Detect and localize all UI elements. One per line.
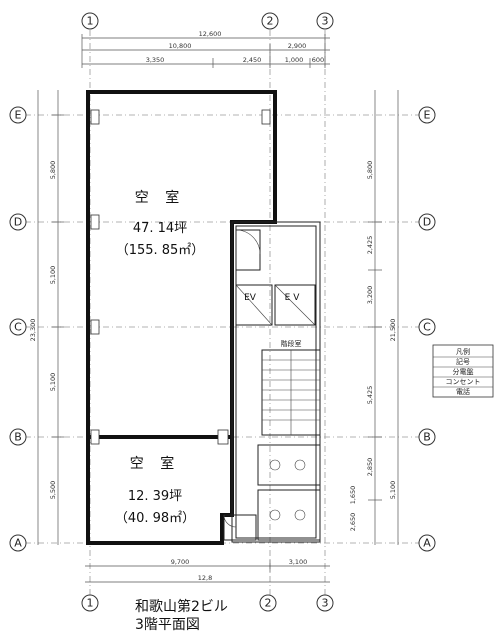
room-1-area-m2: （155. 85㎡）: [116, 243, 205, 258]
svg-text:2: 2: [265, 597, 272, 610]
dim-top-seg-2: 2,900: [288, 42, 307, 50]
legend-row-1: 記号: [456, 357, 470, 366]
room-2-area-m2: （40. 98㎡）: [115, 511, 195, 526]
core-area: EV E V 階段室: [223, 229, 321, 541]
dim-left-seg-1: 5,800: [49, 161, 57, 180]
grid-bubble-3-bottom: 3: [316, 594, 334, 612]
dim-top-sub-2: 2,450: [243, 56, 262, 64]
legend: 凡例 記号 分電盤 コンセント 電話: [432, 344, 494, 398]
dim-right-seg-8: 2,650: [349, 513, 357, 532]
grid-bubble-1-bottom: 1: [81, 594, 99, 612]
svg-text:1: 1: [87, 15, 94, 28]
room-2-name: 空 室: [130, 455, 180, 472]
dim-right-seg-3: 3,200: [366, 286, 374, 305]
grid-bubble-2-bottom: 2: [259, 594, 277, 612]
dim-left-overall: 23,300: [29, 319, 37, 342]
grid-bubble-E-left: E: [9, 106, 27, 124]
top-dimensions: 12,600 10,800 2,900 3,350 2,450 1,000 60…: [81, 30, 330, 68]
grid-bubble-A-right: A: [418, 534, 436, 552]
dim-top-sub-1: 3,350: [146, 56, 165, 64]
svg-text:E: E: [15, 109, 22, 122]
dim-right-overall: 21,500: [389, 319, 397, 342]
dim-left-seg-4: 5,500: [49, 481, 57, 500]
svg-text:B: B: [14, 431, 22, 444]
legend-row-2: 分電盤: [453, 367, 474, 376]
grid-bubble-B-right: B: [418, 428, 436, 446]
dim-bottom-seg-1: 9,700: [171, 558, 190, 566]
grid-bubble-2-top: 2: [261, 12, 279, 30]
dim-left-seg-3: 5,100: [49, 373, 57, 392]
grid-bubble-C-right: C: [418, 318, 436, 336]
room-1-area-tsubo: 47. 14坪: [133, 221, 187, 236]
ev-label-left: EV: [244, 293, 257, 303]
ev-label-right: E V: [285, 293, 301, 303]
room-1: 空 室 47. 14坪 （155. 85㎡）: [116, 189, 205, 258]
grid-bubble-3-top: 3: [316, 12, 334, 30]
dim-right-seg-7: 1,650: [349, 486, 357, 505]
dim-bottom-seg-2: 3,100: [289, 558, 308, 566]
grid-bubble-D-right: D: [418, 213, 436, 231]
svg-text:3: 3: [322, 597, 329, 610]
grid-bubble-D-left: D: [9, 213, 27, 231]
dim-right-seg-6: 5,100: [389, 481, 397, 500]
floor-plan-title: 3階平面図: [135, 617, 200, 633]
grid-bubble-E-right: E: [418, 106, 436, 124]
grid-bubble-1-top: 1: [81, 12, 99, 30]
bottom-dimensions: 9,700 3,100 12,8: [85, 558, 330, 583]
dim-right-seg-1: 5,800: [366, 161, 374, 180]
dim-bottom-overall: 12,8: [198, 574, 212, 582]
svg-text:C: C: [423, 321, 431, 334]
svg-text:3: 3: [322, 15, 329, 28]
svg-text:1: 1: [87, 597, 94, 610]
building-name: 和歌山第2ビル: [135, 599, 228, 615]
grid-bubble-C-left: C: [9, 318, 27, 336]
dim-right-seg-5: 2,850: [366, 458, 374, 477]
svg-text:A: A: [423, 537, 431, 550]
svg-text:D: D: [423, 216, 431, 229]
stairs-label: 階段室: [281, 339, 302, 348]
dim-right-seg-4: 5,425: [366, 386, 374, 405]
structural-columns: [90, 109, 271, 445]
dim-right-seg-2: 2,425: [366, 236, 374, 255]
room-2: 空 室 12. 39坪 （40. 98㎡）: [115, 455, 195, 526]
svg-text:E: E: [424, 109, 431, 122]
svg-text:D: D: [14, 216, 22, 229]
dim-top-sub-4: 600: [312, 56, 324, 64]
svg-text:A: A: [14, 537, 22, 550]
dim-left-seg-2: 5,100: [49, 266, 57, 285]
svg-text:B: B: [423, 431, 431, 444]
right-dimensions: 21,500 5,800 2,425 3,200 5,425 2,850 5,1…: [349, 90, 399, 545]
legend-title: 凡例: [456, 347, 470, 356]
building-walls: [86, 90, 321, 545]
dim-top-sub-3: 1,000: [285, 56, 304, 64]
room-2-area-tsubo: 12. 39坪: [128, 489, 182, 504]
grid-bubble-B-left: B: [9, 428, 27, 446]
dim-top-seg-1: 10,800: [169, 42, 192, 50]
grid-bubble-A-left: A: [9, 534, 27, 552]
svg-text:C: C: [14, 321, 22, 334]
dim-top-overall: 12,600: [199, 30, 222, 38]
room-1-name: 空 室: [135, 189, 185, 206]
legend-row-4: 電話: [456, 387, 470, 396]
svg-text:2: 2: [267, 15, 274, 28]
left-dimensions: 23,300 5,800 5,100 5,100 5,500: [29, 90, 64, 545]
legend-row-3: コンセント: [446, 378, 481, 386]
